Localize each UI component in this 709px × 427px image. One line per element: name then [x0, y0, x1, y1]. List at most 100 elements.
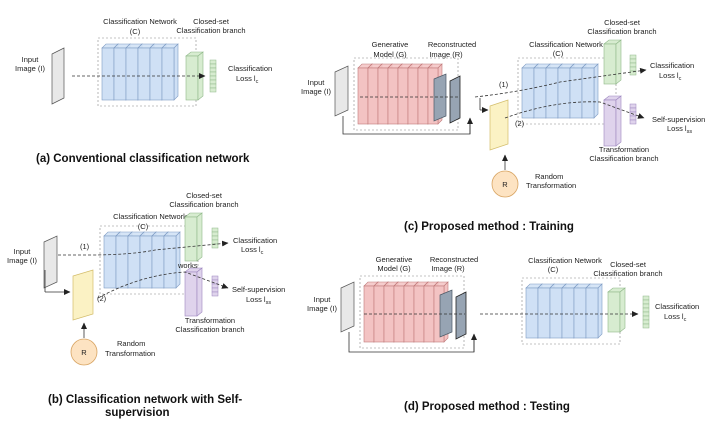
branch-face	[607, 291, 621, 333]
panel-d: Input Image (I) Generative Model (G) Rec…	[307, 255, 699, 413]
network-layer-face	[137, 47, 151, 101]
branch-label-c-2: Classification branch	[587, 27, 656, 36]
vector-cell	[642, 311, 650, 317]
input-label-a-1: Input	[22, 55, 40, 64]
recon-label-c-1: Reconstructed	[428, 40, 476, 49]
path-2-label-b: (2)	[97, 294, 107, 303]
vector-cell	[211, 283, 219, 289]
classification-network-b	[99, 225, 199, 295]
vector-cell	[642, 315, 650, 321]
input-image-c	[334, 65, 349, 117]
path-1-label-b: (1)	[80, 242, 90, 251]
vector-cell	[209, 83, 217, 89]
caption-a: (a) Conventional classification network	[36, 153, 250, 165]
gen-label-d-2: Model (G)	[377, 264, 411, 273]
branch-face	[184, 216, 198, 262]
loss-label-a-1: Classification	[228, 64, 272, 73]
network-layer-face	[367, 67, 379, 125]
vector-cell	[209, 67, 217, 73]
closed-set-branch-c	[603, 39, 622, 85]
branch-label-b-1: Closed-set	[186, 191, 223, 200]
network-layer-face	[521, 67, 535, 119]
output-vector-d	[642, 295, 650, 329]
transformed-plate	[489, 99, 509, 151]
branch-side	[619, 287, 626, 333]
vector-cell	[209, 59, 217, 65]
panel-b: Input Image (I) Classification Network (…	[7, 191, 285, 419]
branch-label-a-1: Closed-set	[193, 17, 230, 26]
works-text-b: works	[177, 261, 198, 270]
vector-cell	[629, 66, 637, 72]
vector-cell	[211, 231, 219, 237]
network-layer-face	[533, 67, 547, 119]
transformed-input-c	[489, 99, 509, 151]
vector-cell	[629, 70, 637, 76]
network-layer-face	[113, 47, 127, 101]
network-label-b-2: (C)	[138, 222, 149, 231]
network-layer-face	[149, 47, 163, 101]
network-layer-face	[569, 67, 583, 119]
loss-label-c-2: Loss lc	[659, 71, 682, 82]
network-layer-face	[585, 287, 599, 339]
network-label-c-1: Classification Network	[529, 40, 603, 49]
caption-c: (c) Proposed method : Training	[404, 221, 574, 233]
input-plate	[334, 65, 349, 117]
network-label-c-2: (C)	[553, 49, 564, 58]
input-label-d-1: Input	[314, 295, 332, 304]
ss-vector-b	[211, 275, 219, 297]
branch-label-d-2: Classification branch	[593, 269, 662, 278]
branch-label-d-1: Closed-set	[610, 260, 647, 269]
output-vector-c	[629, 54, 637, 76]
path-2-label-c: (2)	[515, 119, 525, 128]
recon-back	[439, 289, 453, 338]
random-transformation-c	[491, 170, 519, 198]
loss-label-c-1: Classification	[650, 61, 694, 70]
input-label-c-1: Input	[308, 78, 326, 87]
recon-front	[455, 291, 467, 340]
input-plate	[43, 235, 58, 289]
recon-back	[433, 73, 447, 122]
network-layer-face	[407, 67, 419, 125]
random-symbol-b: R	[81, 348, 87, 357]
input-label-b-2: Image (I)	[7, 256, 38, 265]
recon-label-c-2: Image (R)	[429, 50, 463, 59]
network-layer-face	[139, 235, 153, 289]
branch-label-b-2: Classification branch	[169, 200, 238, 209]
branch-label-c-1: Closed-set	[604, 18, 641, 27]
vector-cell	[629, 119, 637, 125]
closed-set-branch-d	[607, 287, 626, 333]
network-layer-face	[357, 67, 369, 125]
vector-cell	[209, 63, 217, 69]
vector-cell	[642, 319, 650, 325]
caption-d: (d) Proposed method : Testing	[404, 401, 570, 413]
vector-cell	[642, 295, 650, 301]
network-layer-face	[151, 235, 165, 289]
network-layer-face	[161, 47, 175, 101]
panel-a: Input Image (I) Classification Network (…	[15, 17, 272, 165]
input-label-b-1: Input	[14, 247, 32, 256]
flow-arrow-c-2	[504, 101, 645, 119]
vector-cell	[209, 87, 217, 93]
branch-label-a-2: Classification branch	[176, 26, 245, 35]
output-vector-b	[211, 227, 219, 249]
vector-cell	[209, 79, 217, 85]
input-image-d	[340, 281, 355, 333]
ss-loss-label-c-2: Loss lss	[667, 124, 692, 135]
vector-cell	[642, 307, 650, 313]
input-label-a-2: Image (I)	[15, 64, 46, 73]
input-label-d-2: Image (I)	[307, 304, 338, 313]
branch-side	[196, 212, 203, 262]
flow-arrow-b-1	[58, 240, 229, 256]
trans-label-b-2: Classification branch	[175, 325, 244, 334]
network-label-b-1: Classification Network	[113, 212, 187, 221]
generative-model-c	[353, 57, 459, 131]
vector-cell	[629, 107, 637, 113]
caption-b-2: supervision	[105, 407, 170, 419]
network-layer-side	[593, 63, 599, 119]
input-plate	[51, 47, 65, 105]
network-layer-face	[545, 67, 559, 119]
reconstructed-image-d	[439, 289, 467, 340]
network-label-d-2: (C)	[548, 265, 559, 274]
random-label-b-1: Random	[117, 339, 145, 348]
